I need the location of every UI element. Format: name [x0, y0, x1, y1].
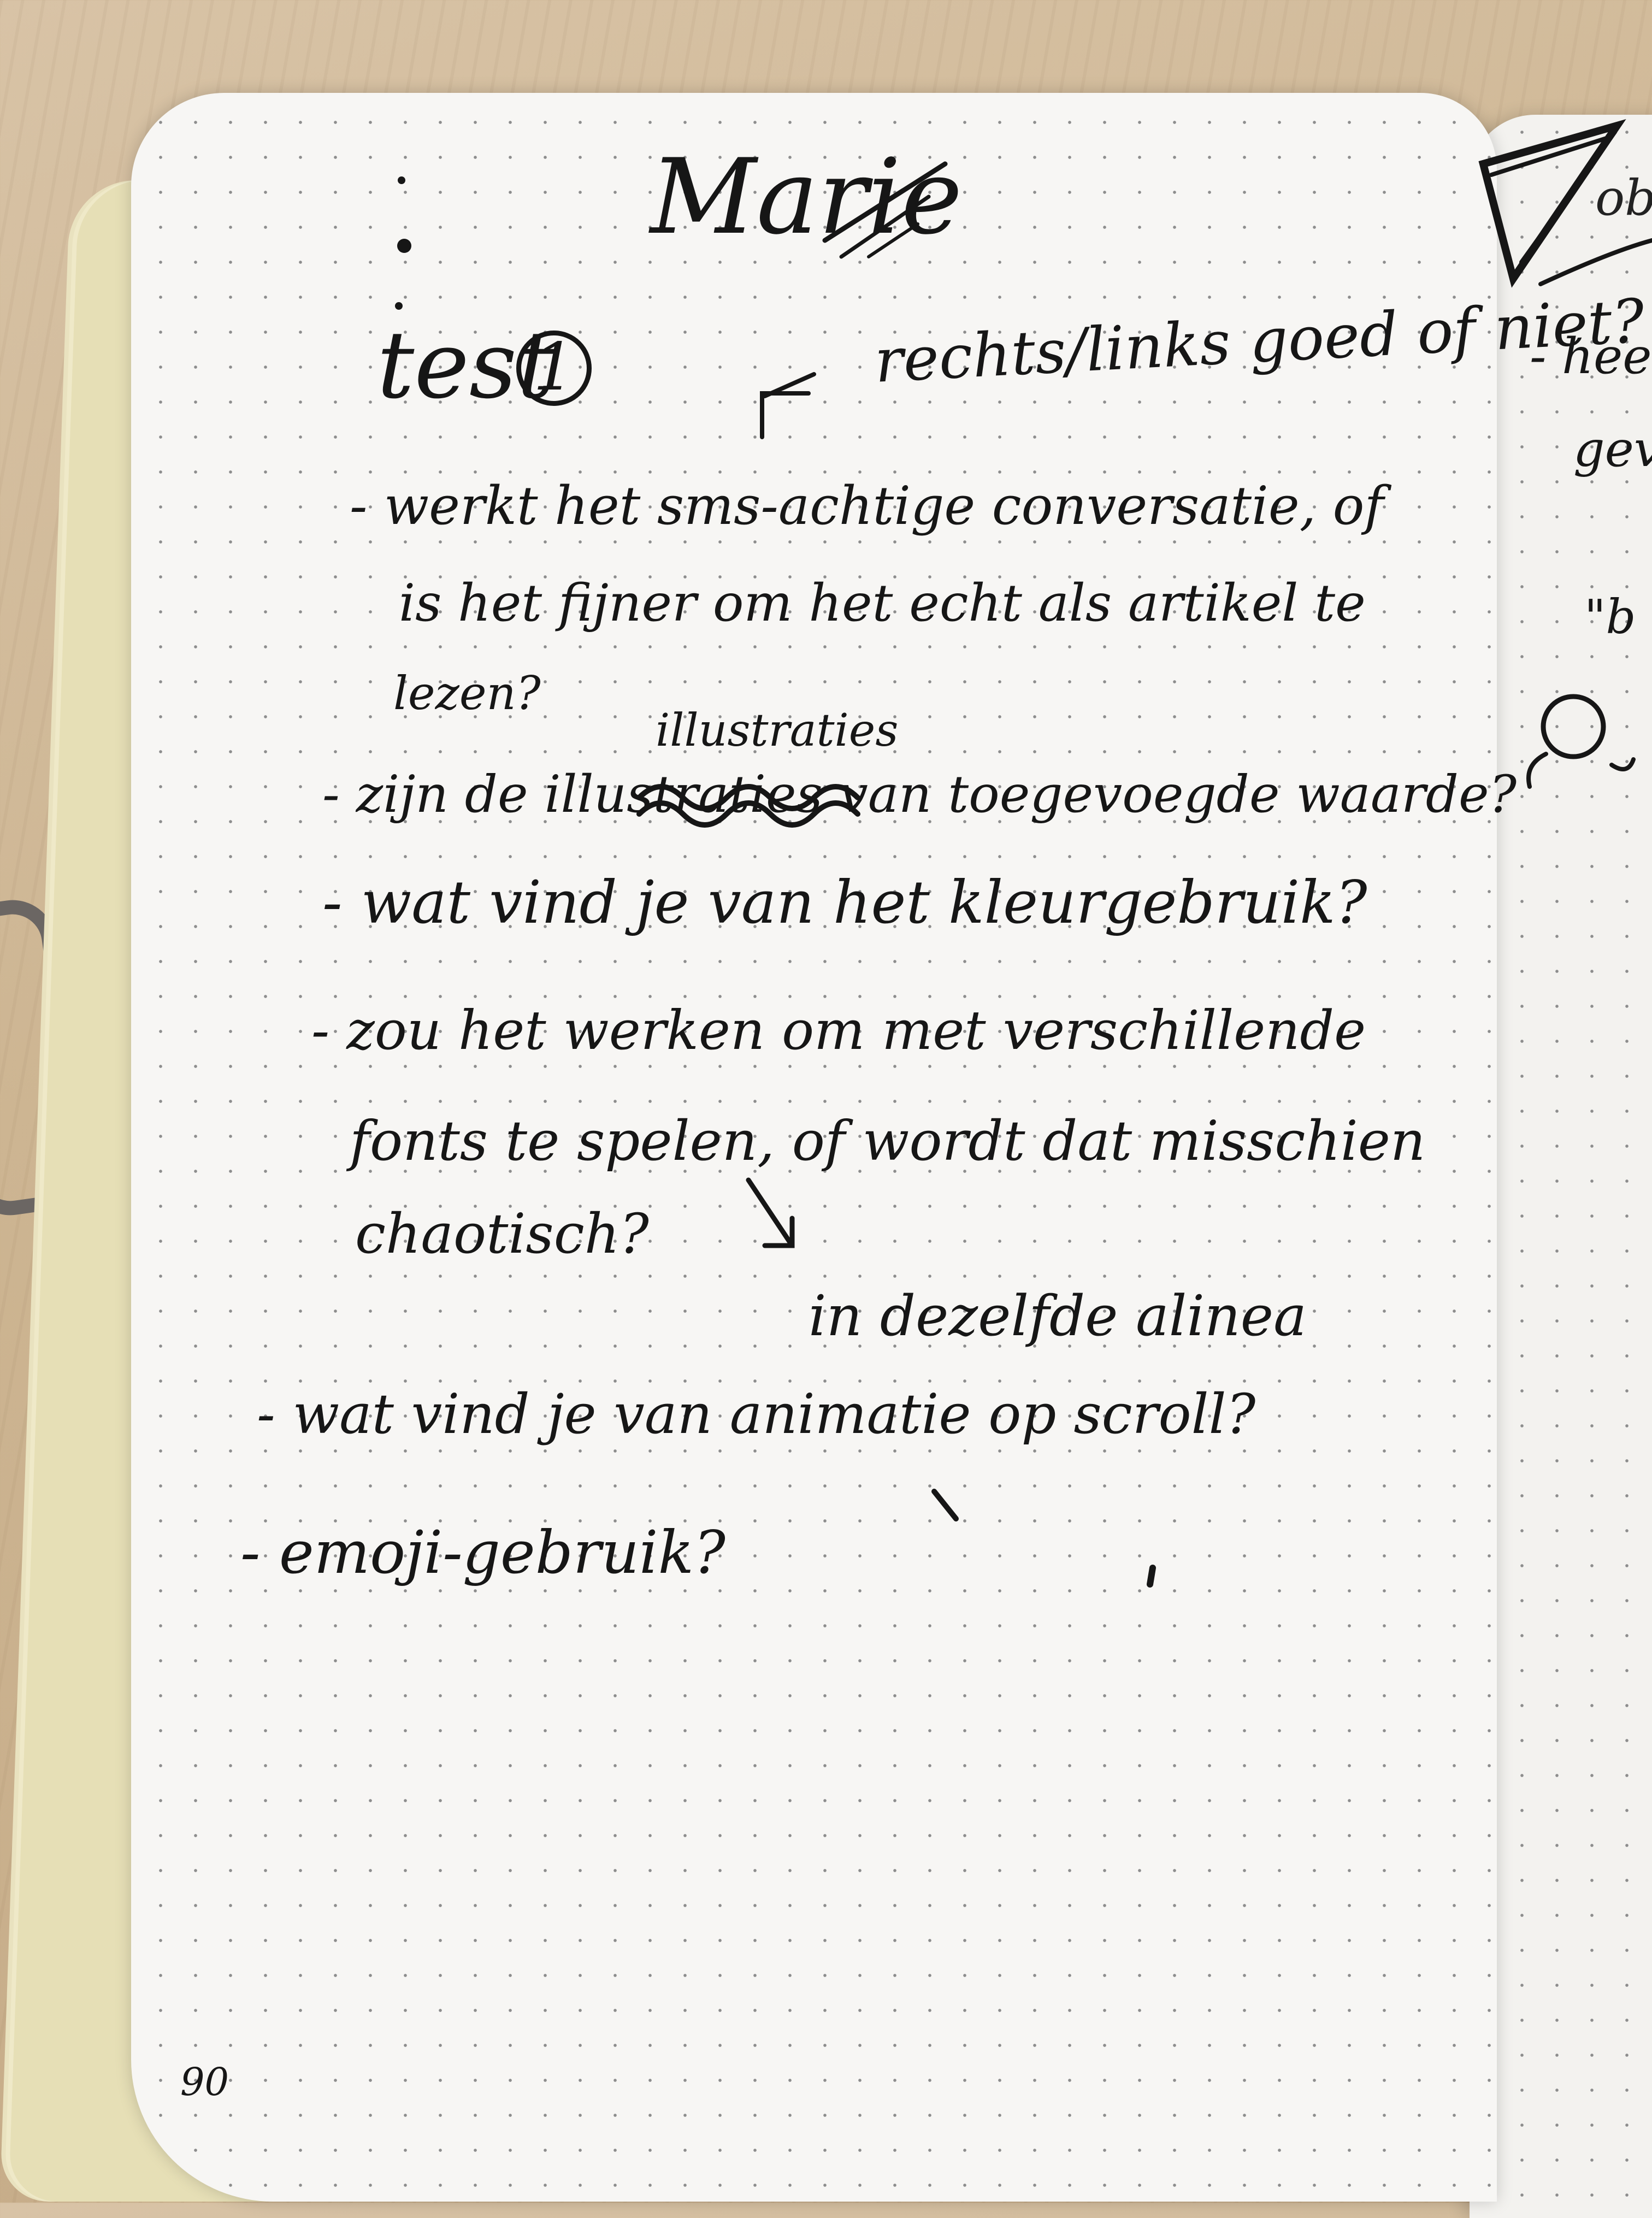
question-line-3: lezen? [393, 666, 541, 720]
question-line-6: - zou het werken om met verschillende [311, 1000, 1366, 1062]
question-line-2: is het fijner om het echt als artikel te [399, 574, 1366, 633]
question-line-10: - wat vind je van animatie op scroll? [257, 1382, 1256, 1446]
heading-name: Marie [650, 137, 963, 257]
question-line-11: - emoji-gebruik? [240, 1519, 725, 1587]
question-line-9: in dezelfde alinea [809, 1284, 1307, 1349]
left-notebook-page [131, 93, 1497, 2202]
right-fragment-4: "b [1584, 590, 1636, 645]
question-line-1: - werkt het sms-achtige conversatie, of [350, 475, 1384, 536]
inserted-word: illustraties [656, 705, 899, 757]
right-fragment-1: ob [1595, 169, 1652, 227]
question-line-7: fonts te spelen, of wordt dat misschien [350, 1109, 1426, 1173]
page-number: 90 [180, 2060, 229, 2104]
test-number: 1 [516, 331, 592, 406]
right-fragment-3: gev [1573, 421, 1652, 478]
question-line-5: - wat vind je van het kleurgebruik? [322, 869, 1367, 937]
question-line-4: - zijn de illustraties van toegevoegde w… [322, 765, 1517, 824]
question-line-8: chaotisch? [355, 1202, 649, 1266]
right-fragment-2: - hee [1530, 328, 1652, 385]
right-notebook-page [1470, 115, 1652, 2218]
